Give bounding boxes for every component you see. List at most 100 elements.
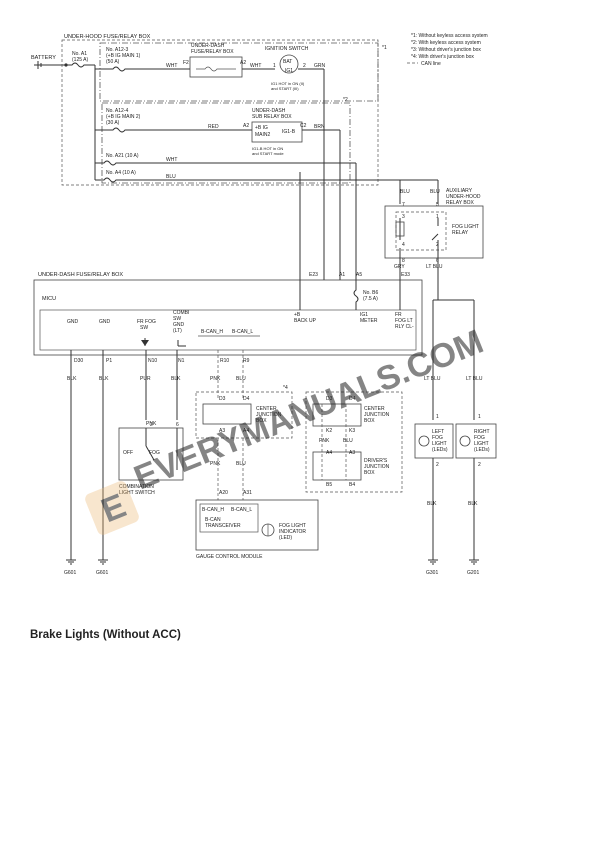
svg-text:BOX: BOX: [364, 418, 375, 424]
svg-text:D30: D30: [74, 358, 83, 364]
svg-text:FOG LIGHT: FOG LIGHT: [452, 224, 479, 230]
svg-text:TRANSCEIVER: TRANSCEIVER: [205, 523, 241, 529]
svg-text:INDICATOR: INDICATOR: [279, 529, 306, 535]
ground-g201: G201: [467, 570, 479, 576]
svg-text:SW: SW: [140, 325, 148, 331]
svg-text:BLU: BLU: [430, 189, 440, 195]
svg-text:B-CAN_H: B-CAN_H: [201, 329, 223, 335]
svg-text:1: 1: [436, 414, 439, 420]
svg-text:LEFT: LEFT: [432, 429, 444, 435]
svg-text:UNDER-HOOD: UNDER-HOOD: [446, 194, 481, 200]
fuse-b6: [353, 280, 359, 310]
svg-text:BAT: BAT: [283, 59, 292, 65]
svg-text:IG1-B HOT in ON: IG1-B HOT in ON: [252, 146, 283, 151]
svg-text:BOX: BOX: [256, 418, 267, 424]
note-4: *4: With driver's junction box: [411, 54, 474, 60]
svg-text:OFF: OFF: [123, 450, 133, 456]
svg-text:D4: D4: [349, 396, 356, 402]
svg-text:(LEDs): (LEDs): [432, 447, 448, 453]
svg-text:GRY: GRY: [394, 264, 405, 270]
svg-text:MAIN2: MAIN2: [255, 132, 271, 138]
note-2: *2: With keyless access system: [411, 40, 481, 46]
svg-text:RELAY: RELAY: [452, 230, 469, 236]
svg-text:A2: A2: [243, 123, 249, 129]
svg-text:METER: METER: [360, 318, 378, 324]
svg-text:D3: D3: [326, 396, 333, 402]
svg-text:E23: E23: [309, 272, 318, 278]
fuse-a1: [66, 62, 95, 68]
svg-text:2: 2: [478, 462, 481, 468]
svg-text:IG1-B: IG1-B: [282, 129, 296, 135]
svg-text:BLK: BLK: [468, 501, 478, 507]
svg-text:+B IG: +B IG: [255, 125, 268, 131]
svg-text:A4: A4: [326, 450, 332, 456]
gauge-label: GAUGE CONTROL MODULE: [196, 554, 263, 560]
svg-text:CENTER: CENTER: [256, 406, 277, 412]
svg-text:and START mode: and START mode: [252, 151, 284, 156]
svg-text:8: 8: [402, 258, 405, 264]
ignition-switch: BAT IG1 1 2: [273, 54, 308, 74]
svg-text:JUNCTION: JUNCTION: [364, 412, 390, 418]
svg-text:B5: B5: [326, 482, 332, 488]
gauge-control-module: [195, 499, 319, 551]
note-3: *3: Without driver's junction box: [411, 47, 481, 53]
svg-text:(+B IG MAIN 2): (+B IG MAIN 2): [106, 114, 141, 120]
svg-text:R10: R10: [220, 358, 229, 364]
svg-text:WHT: WHT: [166, 63, 177, 69]
svg-text:*1: *1: [382, 45, 387, 51]
svg-text:CENTER: CENTER: [364, 406, 385, 412]
sub-relay-box: [251, 121, 303, 143]
svg-text:*4: *4: [283, 385, 288, 391]
svg-text:(LEDs): (LEDs): [474, 447, 490, 453]
svg-text:GRN: GRN: [314, 63, 326, 69]
svg-text:2: 2: [150, 422, 153, 428]
fuse-a12-4-label: No. A12-4: [106, 108, 128, 114]
svg-text:1: 1: [273, 63, 276, 69]
svg-text:and START (III): and START (III): [271, 86, 299, 91]
svg-text:LIGHT: LIGHT: [474, 441, 489, 447]
svg-text:B4: B4: [349, 482, 355, 488]
svg-text:FOG: FOG: [474, 435, 485, 441]
svg-text:BLK: BLK: [99, 376, 109, 382]
svg-text:+B: +B: [294, 312, 301, 318]
note-1: *1: Without keyless access system: [411, 33, 488, 39]
svg-text:R9: R9: [243, 358, 250, 364]
svg-text:JUNCTION: JUNCTION: [364, 464, 390, 470]
underhood-box-outline: [61, 39, 379, 186]
svg-text:A4: A4: [243, 428, 249, 434]
svg-text:JUNCTION: JUNCTION: [256, 412, 282, 418]
svg-text:C2: C2: [300, 123, 307, 129]
aux-relay-label: AUXILIARY: [446, 188, 473, 194]
svg-text:BRN: BRN: [314, 124, 325, 130]
combination-light-switch: [118, 427, 184, 481]
svg-text:B-CAN: B-CAN: [205, 517, 221, 523]
svg-text:UNDER-DASH: UNDER-DASH: [191, 43, 225, 49]
svg-text:IG1: IG1: [285, 68, 293, 74]
svg-text:1: 1: [436, 214, 439, 220]
svg-text:(LT): (LT): [173, 328, 182, 334]
svg-text:E33: E33: [401, 272, 410, 278]
svg-text:WHT: WHT: [250, 63, 261, 69]
notes-legend: *1: Without keyless access system *2: Wi…: [407, 33, 488, 67]
fuse-a1-label: No. A1: [72, 51, 87, 57]
junction-box-3: [305, 391, 403, 493]
svg-text:GND: GND: [67, 319, 79, 325]
svg-text:FOG LT: FOG LT: [395, 318, 413, 324]
svg-text:B-CAN_L: B-CAN_L: [232, 329, 253, 335]
ground-symbols: [66, 559, 479, 565]
svg-text:FOG LIGHT: FOG LIGHT: [279, 523, 306, 529]
svg-text:BLU: BLU: [236, 461, 246, 467]
svg-text:K3: K3: [349, 428, 355, 434]
svg-text:BLU: BLU: [343, 438, 353, 444]
micu-label: MICU: [42, 296, 56, 302]
svg-text:BLK: BLK: [171, 376, 181, 382]
svg-text:(7.5 A): (7.5 A): [363, 296, 378, 302]
svg-text:RIGHT: RIGHT: [474, 429, 490, 435]
svg-text:A2: A2: [240, 60, 246, 66]
svg-text:FR: FR: [395, 312, 402, 318]
svg-text:RELAY BOX: RELAY BOX: [446, 200, 475, 206]
svg-text:LT BLU: LT BLU: [426, 264, 443, 270]
svg-text:SW: SW: [173, 316, 181, 322]
svg-text:BOX: BOX: [364, 470, 375, 476]
left-fog-light: [414, 423, 454, 459]
